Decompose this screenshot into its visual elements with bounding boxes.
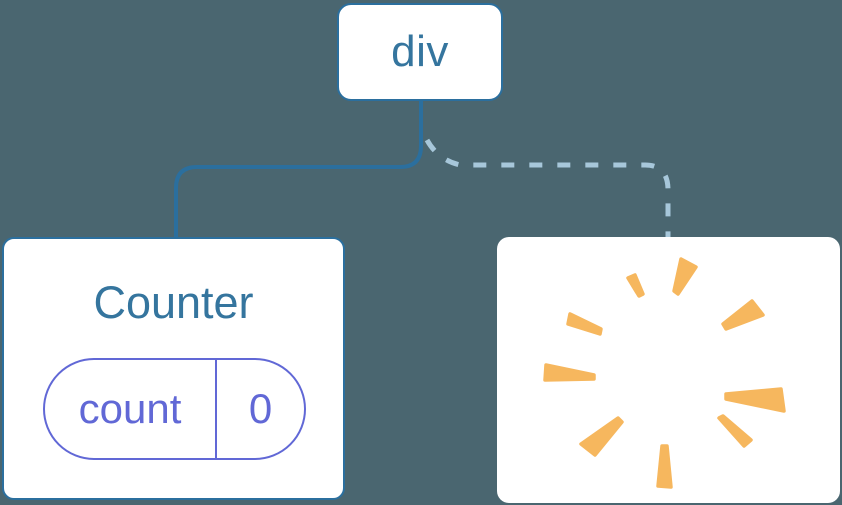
poof-icon bbox=[543, 257, 786, 489]
poof-ray-lower-left bbox=[579, 416, 624, 457]
poof-ray-bottom bbox=[656, 444, 673, 489]
root-node-label: div bbox=[391, 27, 449, 76]
edge-div-to-removed-dashed bbox=[424, 138, 671, 238]
state-value: 0 bbox=[248, 385, 273, 432]
poof-ray-lower-right bbox=[717, 414, 753, 448]
edge-div-to-counter bbox=[174, 100, 423, 238]
poof-ray-right bbox=[724, 387, 786, 413]
removed-component-card bbox=[497, 237, 840, 503]
poof-ray-upper-left bbox=[566, 312, 603, 336]
poof-ray-upper-right bbox=[721, 299, 765, 331]
poof-ray-left bbox=[543, 363, 596, 382]
poof-ray-top-left bbox=[626, 273, 645, 298]
state-pill: count 0 bbox=[43, 358, 306, 460]
root-node-div: div bbox=[337, 3, 503, 101]
counter-title: Counter bbox=[93, 277, 254, 328]
counter-card: Counter count 0 bbox=[2, 237, 345, 500]
poof-ray-top bbox=[672, 257, 698, 296]
state-key: count bbox=[45, 360, 217, 458]
